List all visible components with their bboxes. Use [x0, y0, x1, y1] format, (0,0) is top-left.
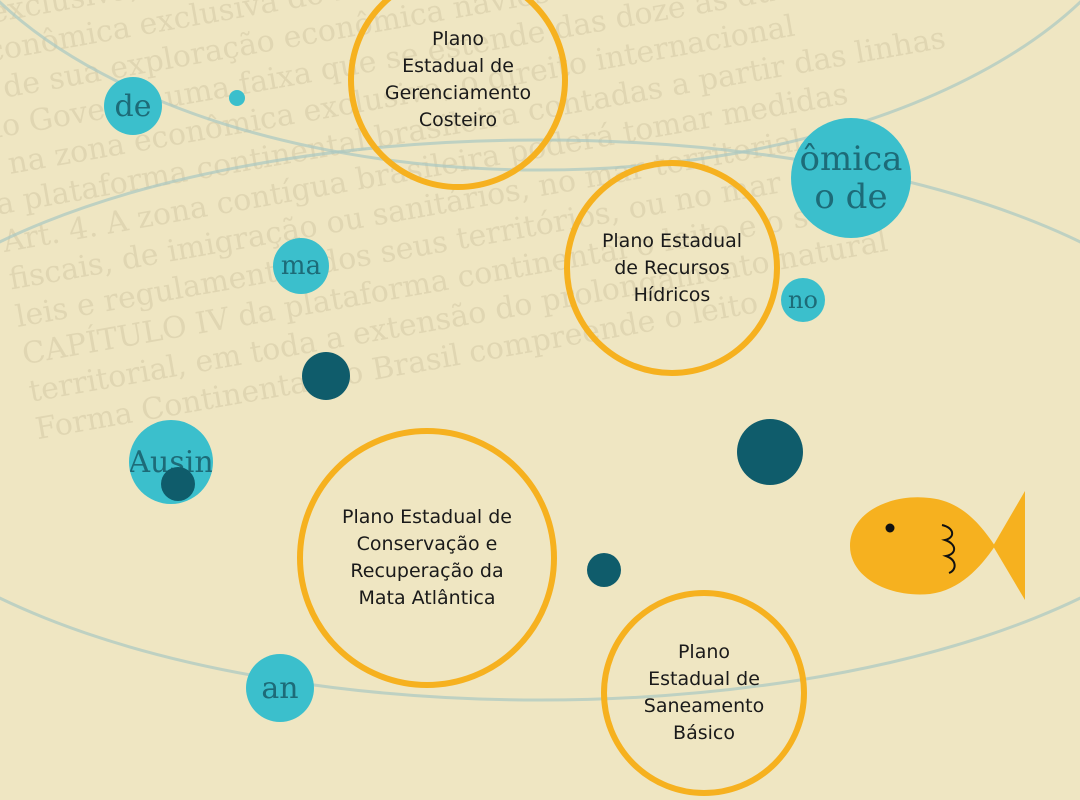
- bubble-teal: [302, 352, 350, 400]
- bubble-text: an: [261, 670, 299, 706]
- bubble-cyan: Ausin: [129, 420, 213, 504]
- bubble-teal: [587, 553, 621, 587]
- bubble-text: ma: [280, 251, 322, 281]
- bubble-cyan-small: [229, 90, 245, 106]
- bubble-cyan: ma: [273, 238, 329, 294]
- bubble-teal: [161, 467, 195, 501]
- bubble-text: ômica: [799, 139, 903, 179]
- bubble-text: de: [114, 88, 152, 124]
- bubble-cyan: no: [781, 278, 825, 322]
- bubble-teal: [737, 419, 803, 485]
- bubble-text: o de: [814, 177, 888, 217]
- bubble-cyan: an: [246, 654, 314, 722]
- bubble-text: no: [788, 286, 818, 314]
- fish-icon: [850, 491, 1025, 600]
- bubble-cyan: de: [104, 77, 162, 135]
